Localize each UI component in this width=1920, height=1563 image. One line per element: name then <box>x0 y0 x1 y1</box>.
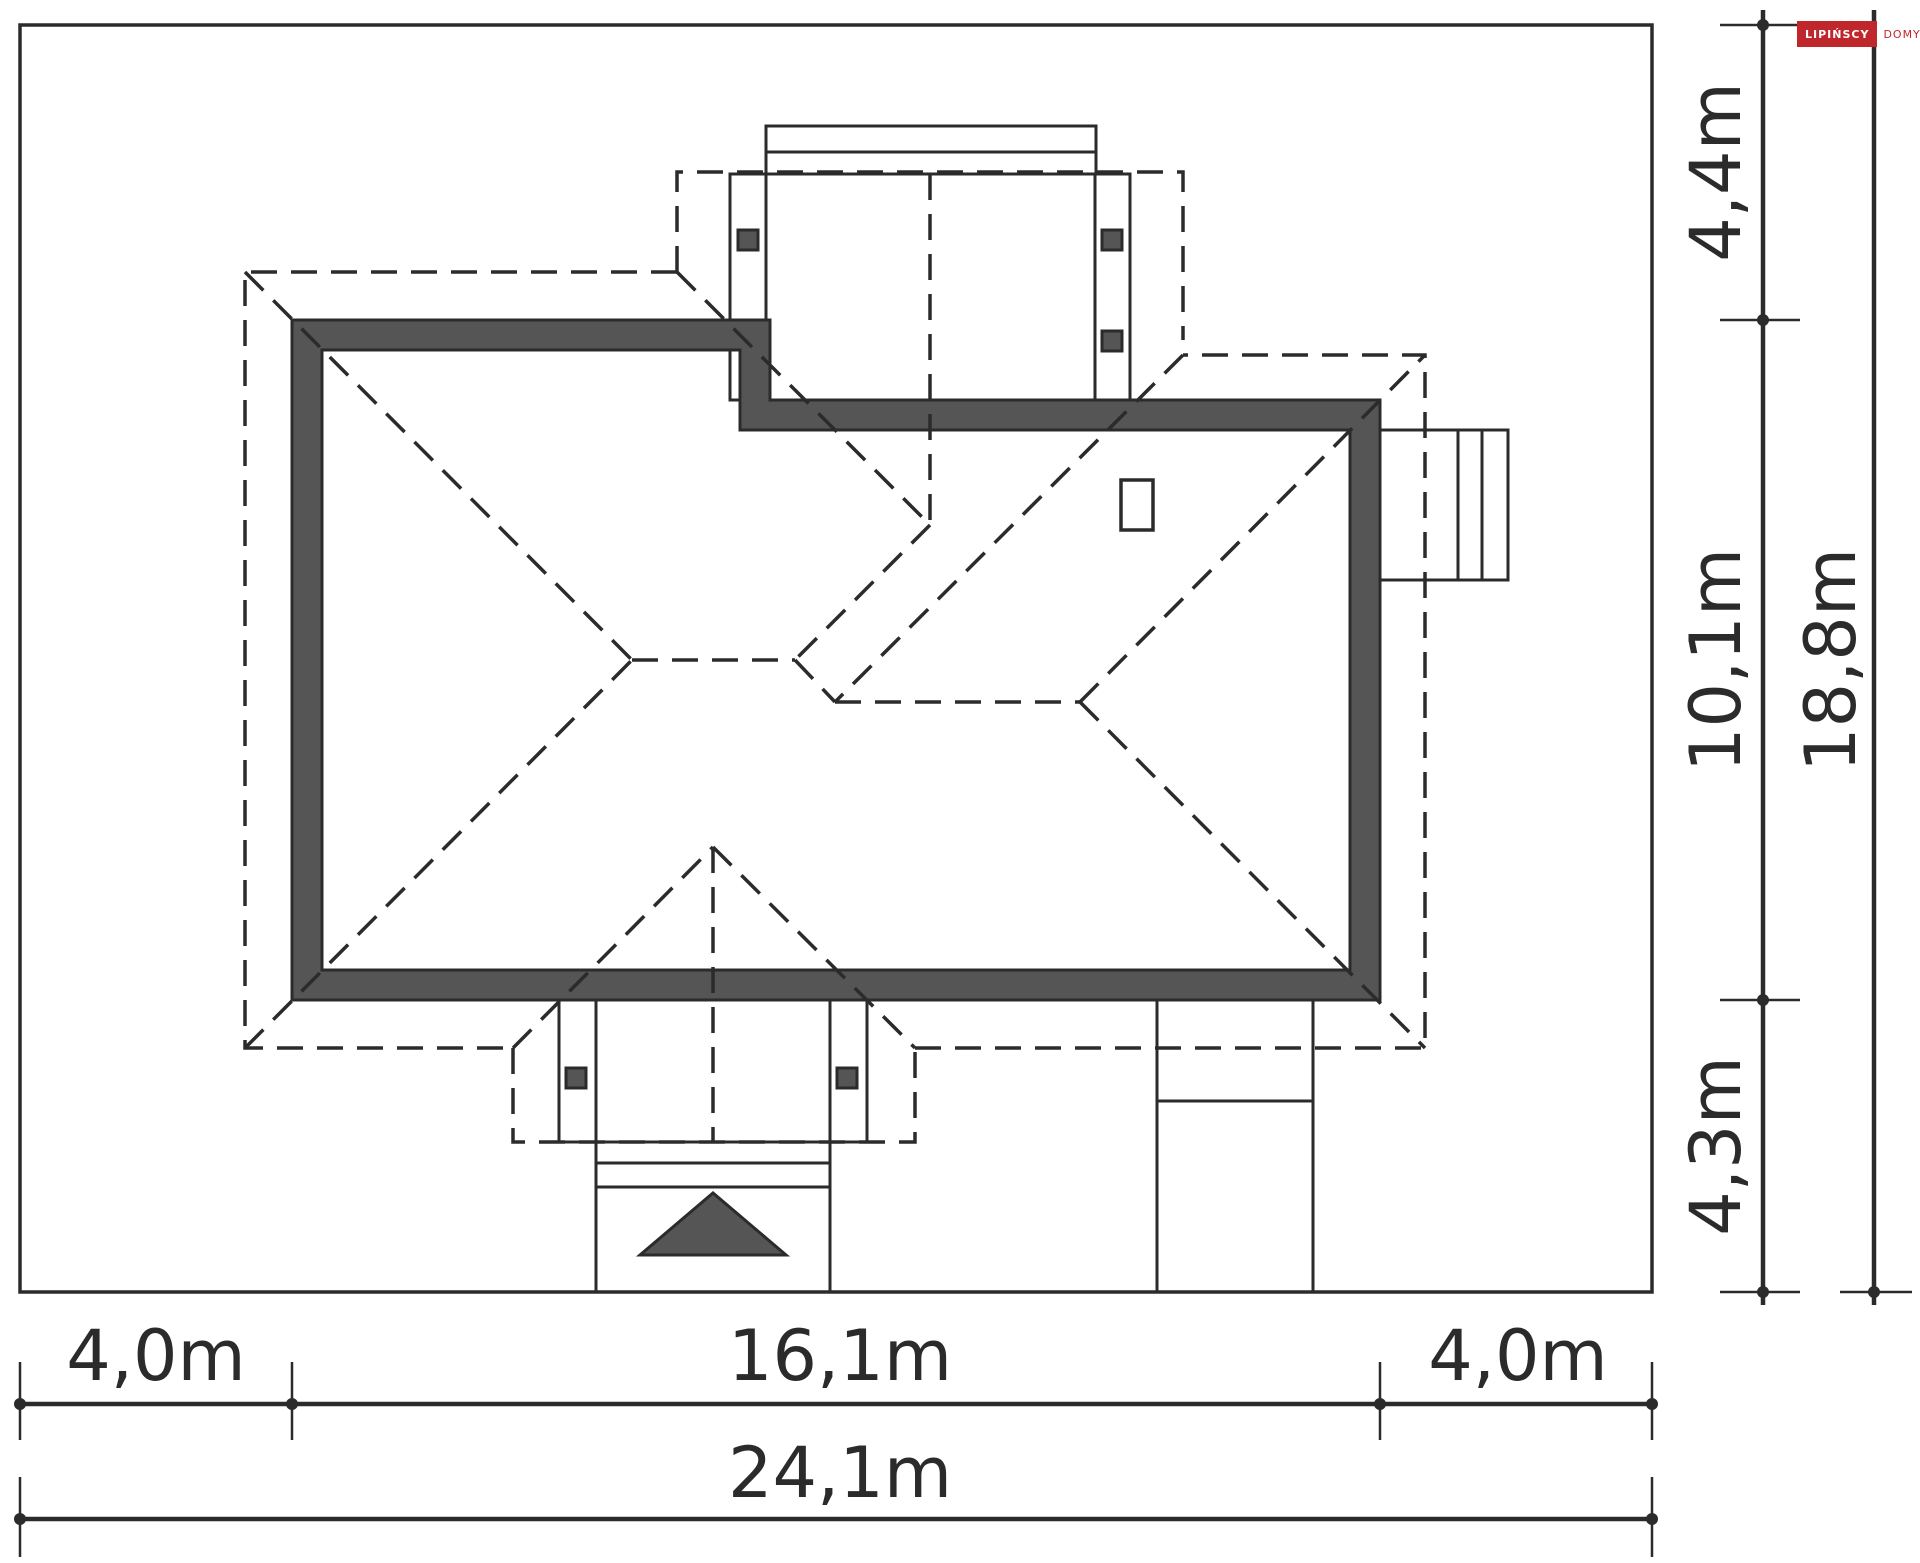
roof-hips <box>243 174 1427 1142</box>
dim-top-setback: 4,4m <box>1675 82 1757 262</box>
dim-left-setback: 4,0m <box>66 1315 246 1397</box>
building-walls <box>290 318 1382 1002</box>
horizontal-dimensions: 4,0m 16,1m 4,0m 24,1m <box>14 1315 1658 1557</box>
brand-logo-left: LIPIŃSCY <box>1797 21 1878 47</box>
vertical-dimensions: 4,4m 10,1m 4,3m 18,8m <box>1675 10 1912 1305</box>
column-icon <box>835 1066 859 1090</box>
entrance-arrow-icon <box>635 1191 791 1257</box>
chimney <box>1119 478 1155 532</box>
dim-right-setback: 4,0m <box>1428 1315 1608 1397</box>
brand-logo-right: DOMY <box>1877 21 1920 47</box>
brand-logo: LIPIŃSCY DOMY <box>1797 21 1920 47</box>
column-icon <box>1100 228 1124 252</box>
driveway <box>1155 1000 1315 1292</box>
bottom-entry-porch <box>557 998 869 1292</box>
dim-total-depth: 18,8m <box>1790 548 1872 772</box>
column-icon <box>1100 329 1124 353</box>
dim-building-depth: 10,1m <box>1675 548 1757 772</box>
dim-total-width: 24,1m <box>728 1432 952 1514</box>
dim-bottom-setback: 4,3m <box>1675 1056 1757 1236</box>
plot-boundary <box>18 23 1654 1294</box>
column-icon <box>564 1066 588 1090</box>
right-steps <box>1378 428 1510 582</box>
dim-building-width: 16,1m <box>728 1315 952 1397</box>
column-icon <box>736 228 760 252</box>
